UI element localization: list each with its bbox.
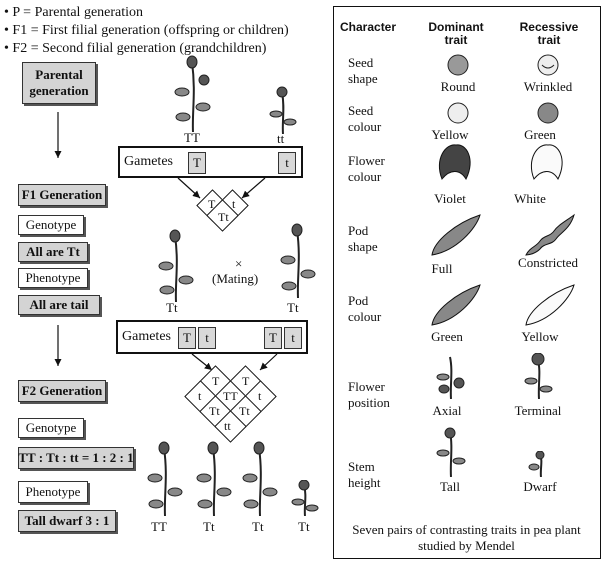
legend-p: • P = Parental generation <box>4 5 144 20</box>
gamete-T: T <box>188 152 206 174</box>
punnett1-t: t <box>232 197 236 211</box>
f1-left-label: Tt <box>166 300 178 315</box>
character-seed-colour: Seed colour <box>348 103 382 134</box>
header-dominant: Dominant trait <box>428 20 484 47</box>
traits-caption: Seven pairs of contrasting traits in pea… <box>352 522 581 553</box>
recessive-flower-colour: White <box>514 191 546 206</box>
f1-plant-left-icon <box>158 229 194 302</box>
recessive-seed-shape: Wrinkled <box>523 79 573 94</box>
gamete2-t-a: t <box>198 327 216 349</box>
mating-symbol: × <box>235 256 243 271</box>
yellow-seed-icon <box>447 102 469 124</box>
dominant-seed-shape: Round <box>440 79 476 94</box>
gametes-label-1: Gametes <box>124 154 173 169</box>
f2-plant-4-icon <box>291 480 319 516</box>
gamete2-T-a: T <box>178 327 196 349</box>
punnett2-label: TT <box>223 389 238 403</box>
green-pod-icon <box>431 284 481 326</box>
tall-plant-icon <box>174 55 211 132</box>
tall-stem-icon <box>436 427 466 477</box>
parent2-label: tt <box>277 131 285 146</box>
gamete2-T-b: T <box>264 327 282 349</box>
arrow-gametes2-right <box>259 353 278 371</box>
character-flower-position: Flower position <box>348 379 390 410</box>
arrow-gamete-t2 <box>241 177 266 199</box>
f2-plant-3-icon <box>242 441 278 516</box>
f2-genotype-label: Genotype <box>18 418 84 438</box>
f2-generation-box: F2 Generation <box>18 380 106 402</box>
violet-flower-icon <box>438 144 471 181</box>
dominant-flower-position: Axial <box>432 403 462 418</box>
punnett2-label: Tt <box>209 404 220 418</box>
f2-offspring-label: Tt <box>203 519 215 534</box>
header-character: Character <box>340 20 397 34</box>
yellow-pod-icon <box>525 284 575 326</box>
gametes-box-1: Gametes T t <box>118 146 303 178</box>
character-pod-shape: Pod shape <box>348 223 378 254</box>
punnett2-label: Tt <box>239 404 250 418</box>
character-flower-colour: Flower colour <box>348 153 385 184</box>
arrow-gametes2-left <box>191 353 213 371</box>
parental-generation-box: Parental generation <box>22 62 96 104</box>
white-flower-icon <box>530 144 563 181</box>
character-stem-height: Stem height <box>348 459 381 490</box>
f1-plant-right-icon <box>280 223 316 298</box>
dominant-flower-colour: Violet <box>434 191 466 206</box>
recessive-pod-shape: Constricted <box>518 255 578 270</box>
f2-plant-2-icon <box>196 441 232 516</box>
dominant-stem-height: Tall <box>439 479 461 494</box>
wrinkled-seed-icon <box>537 54 559 76</box>
punnett2-label: T <box>242 374 250 388</box>
character-seed-shape: Seed shape <box>348 55 378 86</box>
f1-genotype-label: Genotype <box>18 215 84 235</box>
recessive-flower-position: Terminal <box>514 403 562 418</box>
header-recessive: Recessive trait <box>519 20 579 47</box>
punnett2-label: t <box>258 389 262 403</box>
gametes-label-2: Gametes <box>122 329 171 344</box>
legend-f1: • F1 = First filial generation (offsprin… <box>4 23 289 38</box>
f1-genotype-value: All are Tt <box>18 242 88 262</box>
arrow-gamete-t <box>177 177 201 199</box>
legend: • P = Parental generation • F1 = First f… <box>4 4 289 58</box>
f1-right-label: Tt <box>287 300 299 315</box>
mating-label: (Mating) <box>212 271 259 286</box>
recessive-stem-height: Dwarf <box>523 479 557 494</box>
punnett1-Tt: Tt <box>218 210 229 224</box>
gamete-t: t <box>278 152 296 174</box>
f2-offspring-label: TT <box>151 519 167 534</box>
f2-offspring-label: Tt <box>298 519 310 534</box>
constricted-pod-icon <box>525 213 575 256</box>
f1-phenotype-value: All are tail <box>18 295 100 315</box>
f1-phenotype-label: Phenotype <box>18 268 88 288</box>
full-pod-icon <box>431 214 481 256</box>
parent1-label: TT <box>184 130 200 145</box>
dominant-pod-colour: Green <box>431 329 463 344</box>
dominant-seed-colour: Yellow <box>431 127 469 142</box>
terminal-flower-icon <box>524 353 553 399</box>
gametes-box-2: Gametes T t T t <box>116 320 308 354</box>
punnett2-label: tt <box>224 419 231 433</box>
dominant-pod-shape: Full <box>431 261 453 276</box>
recessive-pod-colour: Yellow <box>521 329 559 344</box>
round-seed-icon <box>447 54 469 76</box>
dwarf-plant-icon <box>269 86 297 134</box>
traits-panel: Character Dominant trait Recessive trait… <box>333 6 601 559</box>
gamete2-t-b: t <box>284 327 302 349</box>
connector-lines <box>54 112 278 371</box>
f2-plant-1-icon <box>147 441 183 516</box>
character-pod-colour: Pod colour <box>348 293 382 324</box>
legend-f2: • F2 = Second filial generation (grandch… <box>4 41 267 56</box>
f2-phenotype-label: Phenotype <box>18 481 88 503</box>
f2-phenotype-value: Tall dwarf 3 : 1 <box>18 510 116 532</box>
f2-offspring-label: Tt <box>252 519 264 534</box>
green-seed-icon <box>537 102 559 124</box>
punnett2-label: T <box>212 374 220 388</box>
punnett1-T: T <box>208 197 216 211</box>
axial-flower-icon <box>436 356 465 399</box>
punnett2-label: t <box>198 389 202 403</box>
f1-generation-box: F1 Generation <box>18 184 106 206</box>
f2-genotype-value: TT : Tt : tt = 1 : 2 : 1 <box>18 447 134 469</box>
dwarf-stem-icon <box>528 451 545 477</box>
recessive-seed-colour: Green <box>524 127 556 142</box>
